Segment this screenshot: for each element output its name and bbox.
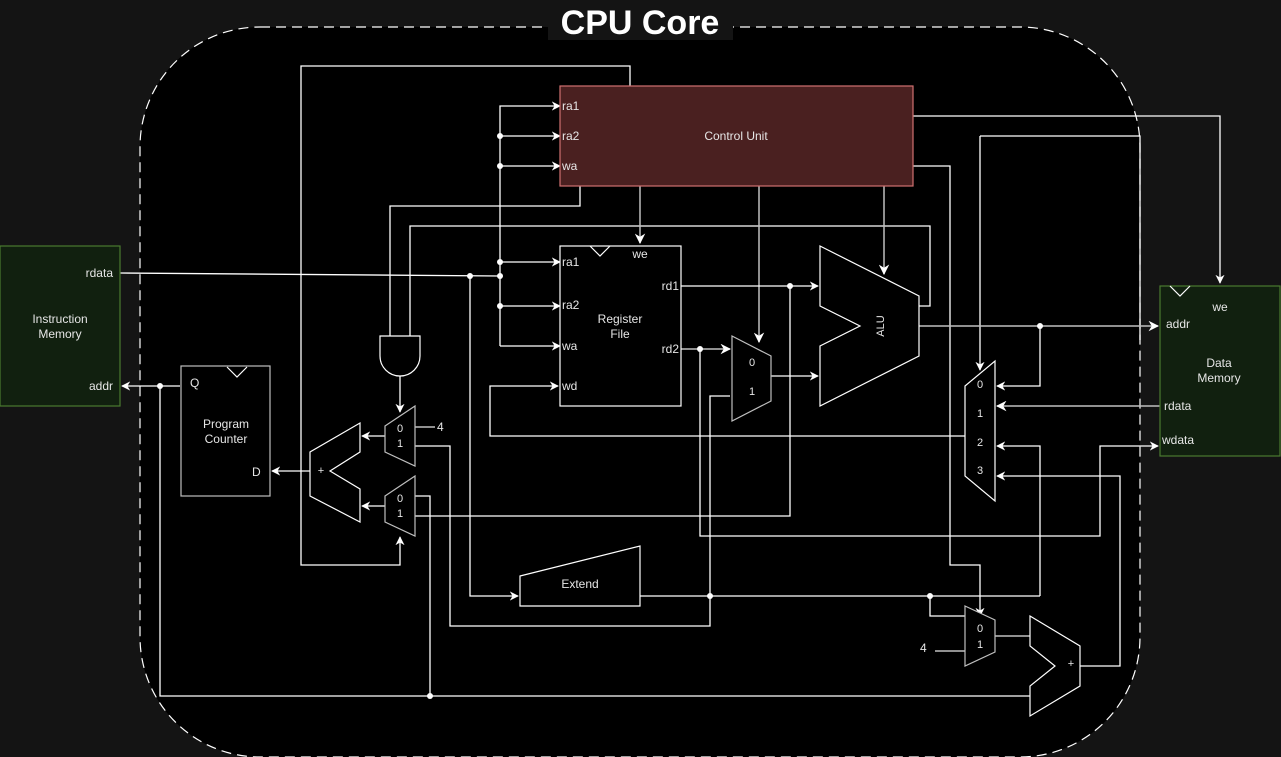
rf-port-wd: wd <box>561 379 577 393</box>
data-memory-label-2: Memory <box>1197 371 1240 385</box>
link-adder[interactable]: + <box>1029 614 1081 718</box>
pc-adder-label: + <box>318 465 324 477</box>
rf-port-ra2: ra2 <box>562 298 580 312</box>
mux-link-const: 4 <box>920 641 927 655</box>
and-gate[interactable] <box>379 335 421 377</box>
control-unit-label: Control Unit <box>704 129 768 143</box>
mux-alu-src-in0: 0 <box>749 357 755 369</box>
mux-pc-top-in0: 0 <box>397 423 403 435</box>
junctions <box>157 133 1043 699</box>
instruction-memory[interactable]: Instruction Memory rdata addr <box>0 245 121 407</box>
wires <box>119 65 1225 697</box>
instruction-memory-label-2: Memory <box>38 327 81 341</box>
mux-result-in0: 0 <box>977 379 983 391</box>
mux-alu-src-in1: 1 <box>749 386 755 398</box>
cu-port-ra1: ra1 <box>562 99 580 113</box>
rf-port-rd2: rd2 <box>662 342 680 356</box>
mux-alu-src[interactable]: 0 1 <box>731 335 772 422</box>
imem-port-addr: addr <box>89 379 113 393</box>
program-counter-label-2: Counter <box>205 432 248 446</box>
mux-pc-bottom-in0: 0 <box>397 493 403 505</box>
register-file-label-2: File <box>610 327 630 341</box>
alu-label: ALU <box>875 315 887 336</box>
cpu-core-title: CPU Core <box>561 4 720 42</box>
imem-port-rdata: rdata <box>86 266 114 280</box>
mux-pc-bottom-in1: 1 <box>397 508 403 520</box>
dmem-port-rdata: rdata <box>1164 399 1192 413</box>
data-memory-label-1: Data <box>1206 356 1232 370</box>
rf-port-we: we <box>631 247 648 261</box>
mux-result-in2: 2 <box>977 437 983 449</box>
mux-result-in1: 1 <box>977 408 983 420</box>
control-unit[interactable]: Control Unit ra1 ra2 wa <box>559 85 914 187</box>
cu-port-wa: wa <box>561 159 578 173</box>
cu-port-ra2: ra2 <box>562 129 580 143</box>
data-memory[interactable]: Data Memory we addr rdata wdata <box>1159 285 1281 457</box>
mux-pc-top[interactable]: 0 1 4 <box>384 404 444 467</box>
dmem-port-we: we <box>1211 300 1228 314</box>
extend-label: Extend <box>561 577 598 591</box>
pc-port-d: D <box>252 465 261 479</box>
program-counter-label-1: Program <box>203 417 249 431</box>
register-file-label-1: Register <box>598 312 643 326</box>
dmem-port-addr: addr <box>1166 317 1190 331</box>
rf-port-rd1: rd1 <box>662 279 680 293</box>
mux-pc-top-in1: 1 <box>397 438 403 450</box>
pc-port-q: Q <box>190 376 199 390</box>
rf-port-wa: wa <box>561 339 578 353</box>
mux-link[interactable]: 0 1 4 <box>920 605 996 667</box>
program-counter[interactable]: Program Counter Q D <box>180 365 271 497</box>
mux-link-in0: 0 <box>977 623 983 635</box>
pc-adder[interactable]: + <box>309 421 361 523</box>
mux-link-in1: 1 <box>977 639 983 651</box>
mux-pc-top-const: 4 <box>437 420 444 434</box>
link-adder-label: + <box>1068 658 1074 670</box>
alu[interactable]: ALU <box>819 245 920 407</box>
rf-port-ra1: ra1 <box>562 255 580 269</box>
dmem-port-wdata: wdata <box>1161 433 1194 447</box>
instruction-memory-label-1: Instruction <box>32 312 87 326</box>
extend-unit[interactable]: Extend <box>519 545 641 607</box>
mux-pc-bottom[interactable]: 0 1 <box>384 474 416 537</box>
mux-result-in3: 3 <box>977 465 983 477</box>
mux-result[interactable]: 0 1 2 3 <box>964 359 996 503</box>
register-file[interactable]: Register File we ra1 ra2 wa wd rd1 rd2 <box>559 245 682 407</box>
